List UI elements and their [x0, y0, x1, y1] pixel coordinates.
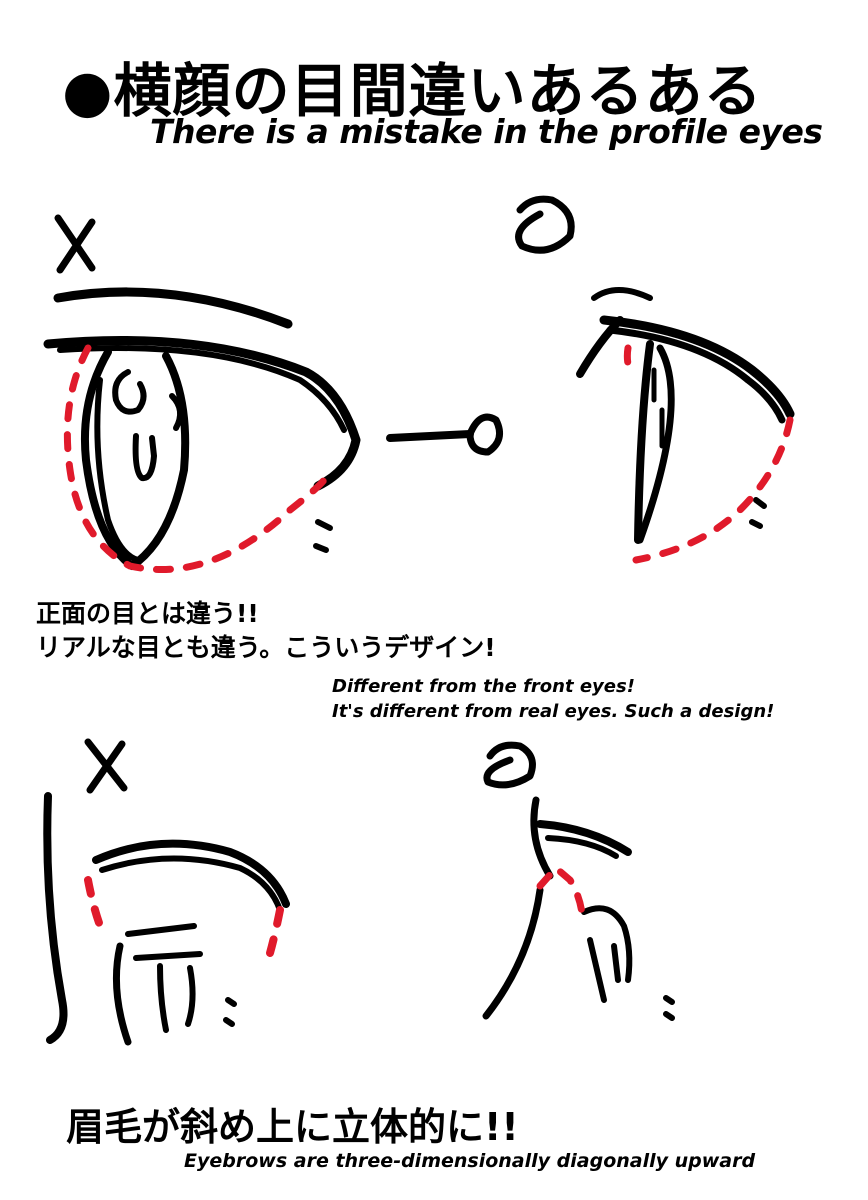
note-jp-line1: 正面の目とは違う!!	[36, 599, 259, 628]
wrong-mark-top: X	[54, 214, 96, 274]
guide-line-top-left	[63, 344, 328, 573]
transition-arrow	[386, 413, 504, 456]
correct-mark-top: O	[515, 195, 575, 254]
wrong-eye-bottom	[43, 792, 290, 1046]
wrong-mark-bottom: X	[84, 738, 128, 794]
guide-line-bottom-right	[536, 863, 586, 918]
guide-line-top-right	[623, 344, 794, 564]
page-title: ●横顔の目間違いあるある	[62, 57, 763, 125]
note-en-line2: It's different from real eyes. Such a de…	[332, 701, 775, 722]
note-jp-line2: リアルな目とも違う。こういうデザイン!	[36, 633, 496, 662]
note-en-line1: Different from the front eyes!	[332, 676, 635, 697]
wrong-eye-top	[43, 287, 361, 570]
eyebrow-note-jp: 眉毛が斜め上に立体的に!!	[66, 1105, 519, 1149]
page-subtitle: There is a mistake in the profile eyes	[150, 112, 823, 151]
correct-eye-top	[576, 287, 795, 544]
correct-mark-bottom: O	[483, 741, 536, 789]
correct-eye-bottom	[482, 796, 675, 1021]
guide-line-bottom-left	[84, 876, 284, 964]
eyebrow-note-en: Eyebrows are three-dimensionally diagona…	[184, 1150, 756, 1172]
